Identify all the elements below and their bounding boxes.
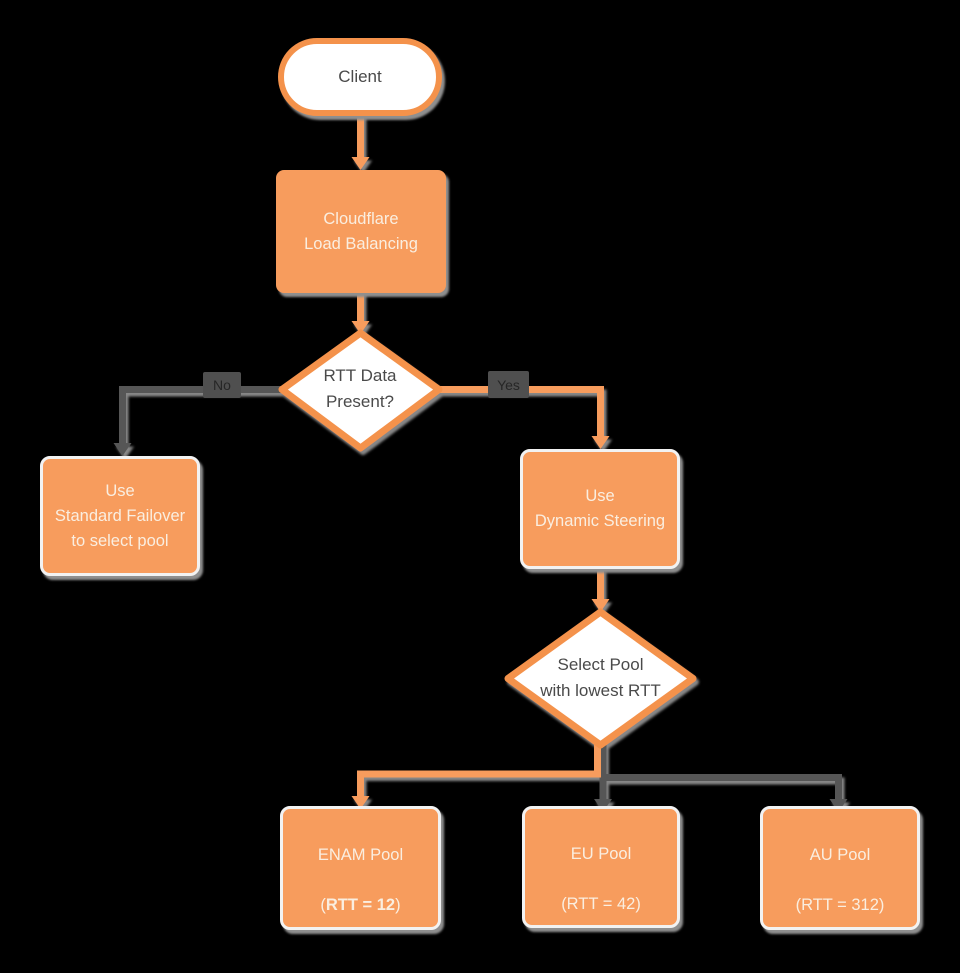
edge-label-no: No <box>203 372 241 398</box>
arrowhead-into-dynamic-steering <box>591 436 610 449</box>
eu-pool-label: EU Pool (RTT = 42) <box>561 817 641 917</box>
node-client: Client <box>278 38 442 116</box>
arrowhead-into-eu-pool <box>594 799 612 812</box>
edge-no-branch <box>119 386 281 443</box>
eu-pool-name: EU Pool <box>570 845 632 863</box>
node-au-pool: AU Pool (RTT = 312) <box>760 806 920 930</box>
eu-pool-rtt: (RTT = 42) <box>561 895 641 913</box>
node-use-standard-failover: Use Standard Failover to select pool <box>40 456 200 576</box>
edge-to-enam-pool <box>357 744 601 796</box>
rtt-decision-label: RTT Data Present? <box>323 366 397 411</box>
enam-pool-rtt: (RTT = 12) <box>320 896 401 914</box>
arrowhead-into-au-pool <box>829 799 848 812</box>
standard-failover-label: Use Standard Failover to select pool <box>54 481 186 550</box>
decision-select-pool-lowest-rtt <box>504 608 697 749</box>
au-pool-rtt: (RTT = 312) <box>795 896 885 914</box>
decision-rtt-data-present <box>278 329 443 452</box>
arrowhead-into-select-pool <box>591 599 610 612</box>
dynamic-steering-label: Use Dynamic Steering <box>534 487 666 530</box>
edge-to-au-pool <box>599 744 842 799</box>
arrowhead-into-load-balancer <box>351 157 370 170</box>
node-enam-pool: ENAM Pool (RTT = 12) <box>280 806 441 930</box>
select-pool-label: Select Pool with lowest RTT <box>540 655 661 700</box>
arrowhead-into-rtt-decision <box>351 321 370 334</box>
arrowhead-into-enam-pool <box>351 796 370 809</box>
node-eu-pool: EU Pool (RTT = 42) <box>522 806 680 928</box>
enam-pool-name: ENAM Pool <box>317 846 404 864</box>
load-balancer-label: Cloudflare Load Balancing <box>304 209 418 253</box>
edge-label-yes: Yes <box>488 371 529 398</box>
enam-pool-rtt-value: RTT = 12 <box>325 896 396 914</box>
client-label: Client <box>338 67 382 86</box>
node-cloudflare-load-balancing: Cloudflare Load Balancing <box>276 170 446 293</box>
enam-pool-label: ENAM Pool (RTT = 12) <box>318 818 403 918</box>
au-pool-name: AU Pool (RTT = 312) <box>795 846 885 914</box>
node-use-dynamic-steering: Use Dynamic Steering <box>520 449 680 569</box>
arrowhead-into-standard-failover <box>113 443 132 456</box>
